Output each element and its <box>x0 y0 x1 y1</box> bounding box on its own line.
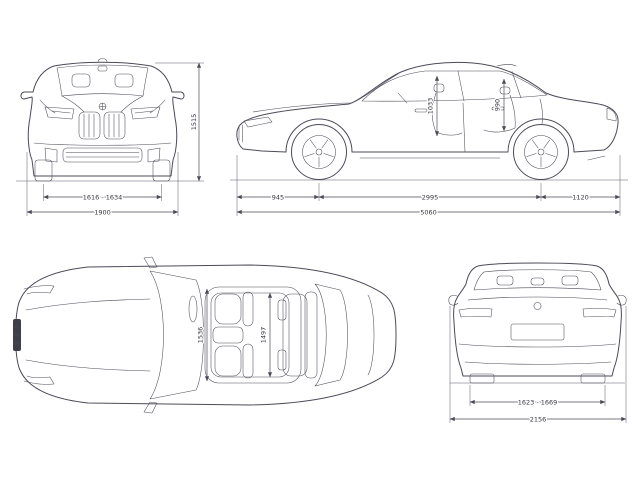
rear-overall-width-label: 2156 <box>530 415 547 423</box>
rear-mirrors <box>448 295 627 306</box>
side-body-outline <box>236 61 619 153</box>
side-rear-wheel <box>513 124 569 180</box>
front-track-width-label: 1616 - 1634 <box>83 193 123 201</box>
front-view-dimensions: 1616 - 1634 1900 1515 <box>26 62 204 218</box>
front-headroom-label: 1033 <box>427 98 435 115</box>
front-interior-width-label: 1536 <box>197 327 205 344</box>
rear-bmw-roundel-icon <box>533 302 542 310</box>
front-body-details <box>33 58 172 146</box>
rear-view-dimensions: 1623 - 1669 2156 <box>449 306 627 425</box>
top-view <box>13 256 397 414</box>
front-overall-height-label: 1515 <box>190 114 198 131</box>
front-overall-width-label: 1900 <box>94 208 111 216</box>
wheelbase-label: 2995 <box>422 193 439 201</box>
top-interior-seats <box>188 291 318 379</box>
top-mirrors <box>143 256 158 414</box>
rear-track-width-label: 1623 - 1669 <box>518 398 558 406</box>
rear-body-details <box>458 296 617 384</box>
rear-window <box>473 269 602 291</box>
bmw-roundel-icon <box>98 102 107 111</box>
top-body-details <box>23 270 375 400</box>
front-body-outline <box>20 61 185 177</box>
top-grille-slats <box>13 326 21 344</box>
rear-view <box>448 262 627 384</box>
top-body-outline <box>15 264 397 406</box>
front-view <box>16 58 190 182</box>
rear-overhang-label: 1120 <box>572 193 589 201</box>
rear-interior-width-label: 1497 <box>260 327 268 344</box>
rear-body-outline <box>453 262 622 377</box>
front-lower-intake <box>44 147 161 163</box>
top-view-dimensions: 1536 1497 <box>195 288 273 382</box>
overall-length-label: 5060 <box>420 208 437 216</box>
front-kidney-grille <box>78 111 126 140</box>
front-right-wheel <box>152 159 171 182</box>
rear-headrests <box>496 275 579 286</box>
side-view-dimensions: 1033 990 945 2995 1120 5060 <box>236 75 621 218</box>
rear-headroom-label: 990 <box>494 99 502 111</box>
side-front-wheel <box>291 124 347 180</box>
front-overhang-label: 945 <box>272 193 284 201</box>
front-left-wheel <box>34 159 53 182</box>
side-view <box>230 61 628 181</box>
